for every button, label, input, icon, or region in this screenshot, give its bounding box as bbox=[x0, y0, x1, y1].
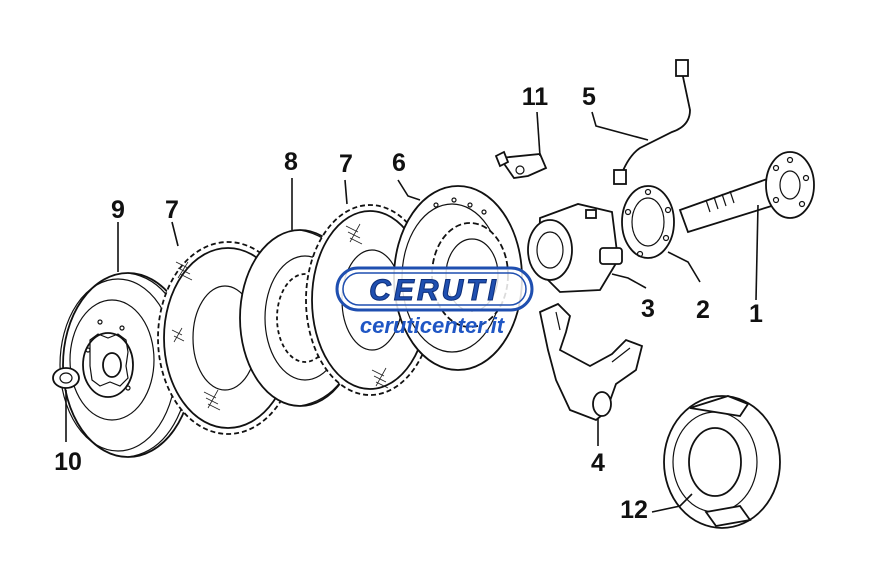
leader-6 bbox=[397, 179, 421, 201]
part-3-bearing-housing bbox=[527, 203, 623, 293]
leader-3 bbox=[611, 273, 647, 289]
callout-8: 8 bbox=[284, 148, 298, 176]
callout-7-left: 7 bbox=[165, 196, 179, 224]
leader-12 bbox=[651, 493, 693, 513]
part-2-gasket bbox=[621, 185, 675, 259]
part-12-release-bearing bbox=[663, 395, 781, 529]
leader-5 bbox=[591, 111, 649, 141]
watermark-badge bbox=[335, 266, 534, 312]
callout-7-right: 7 bbox=[339, 150, 353, 178]
part-10-hub-nut bbox=[52, 319, 134, 398]
ceruti-watermark: CERUTI ceruticenter.it bbox=[335, 266, 534, 338]
part-4-release-fork bbox=[538, 302, 644, 422]
callout-4: 4 bbox=[591, 449, 605, 477]
leader-lines bbox=[65, 111, 759, 513]
part-11-lever-bracket bbox=[494, 150, 548, 179]
leader-11 bbox=[536, 111, 541, 157]
callout-1: 1 bbox=[749, 300, 763, 328]
watermark-brand: CERUTI bbox=[369, 274, 499, 307]
callout-9: 9 bbox=[111, 196, 125, 224]
callout-11: 11 bbox=[522, 83, 549, 111]
callout-10: 10 bbox=[54, 448, 82, 476]
callout-5: 5 bbox=[582, 83, 596, 111]
part-5-hydraulic-hose bbox=[613, 59, 691, 185]
callout-12: 12 bbox=[620, 496, 648, 524]
callout-6: 6 bbox=[392, 149, 406, 177]
callout-2: 2 bbox=[696, 296, 710, 324]
callout-3: 3 bbox=[641, 295, 655, 323]
watermark-site: ceruticenter.it bbox=[360, 313, 506, 338]
leader-2 bbox=[667, 251, 701, 283]
callout-labels: 1 2 3 4 5 6 7 7 8 9 10 11 12 bbox=[54, 83, 763, 524]
leader-7a bbox=[171, 221, 179, 247]
leader-1 bbox=[755, 204, 759, 301]
leader-7b bbox=[344, 179, 348, 205]
part-1-splined-shaft bbox=[678, 151, 815, 234]
